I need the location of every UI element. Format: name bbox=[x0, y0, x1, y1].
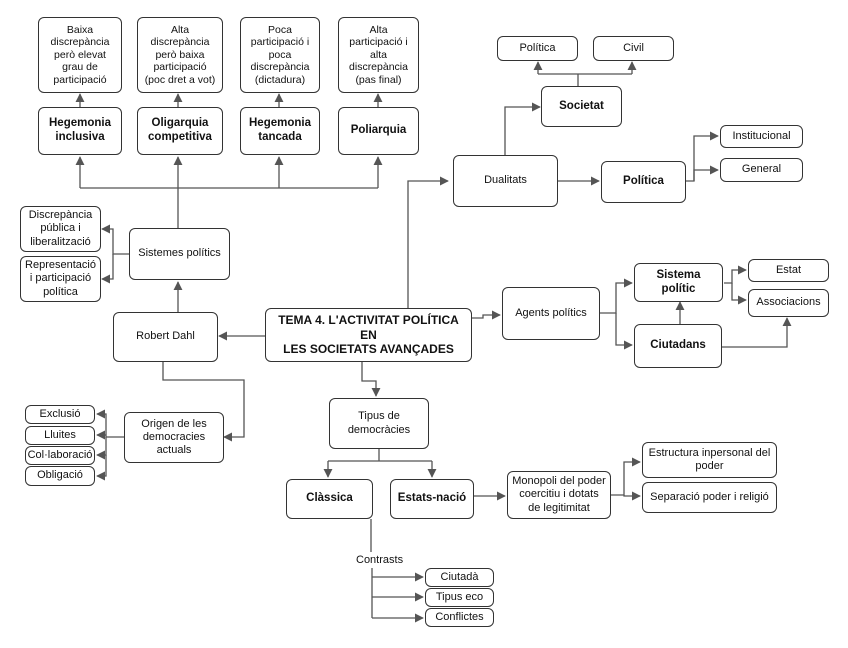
edge-tema-tipus bbox=[361, 362, 381, 397]
desc-hegemonia-inclusiva: Baixa discrepància però elevat grau de p… bbox=[38, 17, 122, 93]
separacio-poder-religio: Separació poder i religió bbox=[642, 482, 777, 513]
edge-sistema-associacions bbox=[731, 283, 747, 305]
monopoli-poder: Monopoli del poder coercitiu i dotats de… bbox=[507, 471, 611, 519]
robert-dahl: Robert Dahl bbox=[113, 312, 218, 362]
edge-monopoli-estructura bbox=[611, 457, 641, 496]
ciutada: Ciutadà bbox=[425, 568, 494, 587]
sistema-politic: Sistema polític bbox=[634, 263, 723, 302]
discrepancia-publica: Discrepància pública i liberalització bbox=[20, 206, 101, 252]
politica-societat: Política bbox=[497, 36, 578, 61]
edge-agents-ciutadans bbox=[615, 313, 633, 350]
associacions: Associacions bbox=[748, 289, 829, 317]
origen-democracies: Origen de les democracies actuals bbox=[124, 412, 224, 463]
agents-politics: Agents polítics bbox=[502, 287, 600, 340]
edge-sistemes-criteria bbox=[101, 224, 129, 255]
col-laboracio: Col·laboració bbox=[25, 446, 95, 465]
edge-sistemes-criteria-2 bbox=[101, 254, 114, 284]
edge-dahl-origen bbox=[162, 362, 245, 442]
institucional: Institucional bbox=[720, 125, 803, 148]
edge-origen-collab bbox=[96, 437, 107, 460]
tipus-democracies: Tipus de democràcies bbox=[329, 398, 429, 449]
general: General bbox=[720, 158, 803, 182]
edge-dualitats-societat bbox=[504, 102, 541, 155]
ciutadans: Ciutadans bbox=[634, 324, 722, 368]
hegemonia-inclusiva: Hegemonia inclusiva bbox=[38, 107, 122, 155]
edge-origen-obligacio bbox=[96, 455, 107, 481]
edge-tema-agents bbox=[472, 310, 501, 320]
edge-politica-institucional bbox=[686, 131, 719, 182]
desc-oligarquia-competitiva: Alta discrepància però baixa participaci… bbox=[137, 17, 223, 93]
desc-hegemonia-tancada: Poca participació i poca discrepància (d… bbox=[240, 17, 320, 93]
dualitats: Dualitats bbox=[453, 155, 558, 207]
hegemonia-tancada: Hegemonia tancada bbox=[240, 107, 320, 155]
edge-ciutadans-associacions bbox=[722, 317, 792, 348]
edge-origen-items bbox=[96, 409, 124, 438]
tipus-eco: Tipus eco bbox=[425, 588, 494, 607]
exclusio: Exclusió bbox=[25, 405, 95, 424]
representacio-participacio: Representació i participació política bbox=[20, 256, 101, 302]
edge-tema-dualitats bbox=[407, 176, 449, 308]
edge-agents-sistema bbox=[600, 278, 633, 314]
central-topic: TEMA 4. L'ACTIVITAT POLÍTICA EN LES SOCI… bbox=[265, 308, 472, 362]
civil: Civil bbox=[593, 36, 674, 61]
oligarquia-competitiva: Oligarquia competitiva bbox=[137, 107, 223, 155]
edge-monopoli-separacio bbox=[623, 491, 641, 501]
estructura-inpersonal: Estructura inpersonal del poder bbox=[642, 442, 777, 478]
societat: Societat bbox=[541, 86, 622, 127]
edge-politica-general bbox=[693, 165, 719, 181]
contrasts-label: Contrasts bbox=[356, 554, 404, 566]
poliarquia: Poliarquia bbox=[338, 107, 419, 155]
lluites: Lluites bbox=[25, 426, 95, 445]
classica: Clàssica bbox=[286, 479, 373, 519]
conflictes: Conflictes bbox=[425, 608, 494, 627]
estats-nacio: Estats-nació bbox=[390, 479, 474, 519]
obligacio: Obligació bbox=[25, 466, 95, 486]
edge-sistema-estat bbox=[724, 265, 747, 284]
sistemes-politics: Sistemes polítics bbox=[129, 228, 230, 280]
estat: Estat bbox=[748, 259, 829, 282]
politica-dualitat: Política bbox=[601, 161, 686, 203]
desc-poliarquia: Alta participació i alta discrepància (p… bbox=[338, 17, 419, 93]
